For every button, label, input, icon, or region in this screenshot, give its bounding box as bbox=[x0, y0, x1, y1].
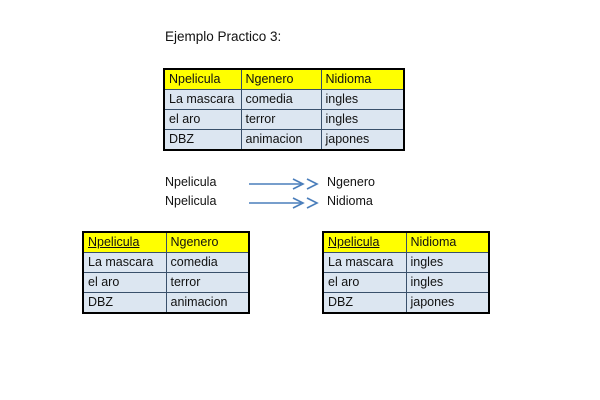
dependency-determinant: Npelicula bbox=[165, 175, 217, 189]
column-header-npelicula: Npelicula bbox=[82, 231, 167, 253]
column-header-npelicula: Npelicula bbox=[163, 68, 242, 90]
primary-key-label: Npelicula bbox=[88, 235, 140, 249]
table-row: DBZ animacion bbox=[82, 292, 250, 314]
cell-npelicula: el aro bbox=[82, 272, 167, 293]
column-header-nidioma: Nidioma bbox=[320, 68, 405, 90]
table-header-row: Npelicula Nidioma bbox=[322, 231, 490, 253]
table-row: DBZ japones bbox=[322, 292, 490, 314]
cell-nidioma: ingles bbox=[320, 109, 405, 130]
table-header-row: Npelicula Ngenero bbox=[82, 231, 250, 253]
double-arrow-right-icon bbox=[249, 196, 323, 214]
cell-ngenero: terror bbox=[240, 109, 322, 130]
table-row: el aro ingles bbox=[322, 272, 490, 293]
pelicula-idioma-table: Npelicula Nidioma La mascara ingles el a… bbox=[322, 231, 490, 314]
cell-nidioma: ingles bbox=[405, 252, 490, 273]
cell-nidioma: ingles bbox=[405, 272, 490, 293]
cell-ngenero: comedia bbox=[165, 252, 250, 273]
cell-npelicula: DBZ bbox=[163, 129, 242, 151]
column-header-ngenero: Ngenero bbox=[165, 231, 250, 253]
table-row: el aro terror bbox=[82, 272, 250, 293]
table-row: el aro terror ingles bbox=[163, 109, 405, 130]
cell-npelicula: DBZ bbox=[322, 292, 407, 314]
double-arrow-right-icon bbox=[249, 177, 323, 195]
universal-relation-table: Npelicula Ngenero Nidioma La mascara com… bbox=[163, 68, 405, 151]
cell-nidioma: ingles bbox=[320, 89, 405, 110]
cell-npelicula: DBZ bbox=[82, 292, 167, 314]
cell-nidioma: japones bbox=[405, 292, 490, 314]
page-title: Ejemplo Practico 3: bbox=[165, 29, 282, 44]
pelicula-genero-table: Npelicula Ngenero La mascara comedia el … bbox=[82, 231, 250, 314]
cell-npelicula: el aro bbox=[163, 109, 242, 130]
column-header-nidioma: Nidioma bbox=[405, 231, 490, 253]
dependency-dependent: Nidioma bbox=[327, 194, 373, 208]
table-row: DBZ animacion japones bbox=[163, 129, 405, 151]
column-header-ngenero: Ngenero bbox=[240, 68, 322, 90]
primary-key-label: Npelicula bbox=[328, 235, 380, 249]
cell-ngenero: terror bbox=[165, 272, 250, 293]
cell-npelicula: La mascara bbox=[82, 252, 167, 273]
cell-npelicula: el aro bbox=[322, 272, 407, 293]
dependency-determinant: Npelicula bbox=[165, 194, 217, 208]
column-header-npelicula: Npelicula bbox=[322, 231, 407, 253]
cell-ngenero: animacion bbox=[165, 292, 250, 314]
cell-npelicula: La mascara bbox=[163, 89, 242, 110]
table-row: La mascara comedia bbox=[82, 252, 250, 273]
table-header-row: Npelicula Ngenero Nidioma bbox=[163, 68, 405, 90]
dependency-row: Npelicula Ngenero bbox=[165, 173, 465, 192]
table-row: La mascara ingles bbox=[322, 252, 490, 273]
dependency-dependent: Ngenero bbox=[327, 175, 375, 189]
cell-nidioma: japones bbox=[320, 129, 405, 151]
table-row: La mascara comedia ingles bbox=[163, 89, 405, 110]
dependency-row: Npelicula Nidioma bbox=[165, 192, 465, 211]
cell-ngenero: comedia bbox=[240, 89, 322, 110]
cell-ngenero: animacion bbox=[240, 129, 322, 151]
cell-npelicula: La mascara bbox=[322, 252, 407, 273]
